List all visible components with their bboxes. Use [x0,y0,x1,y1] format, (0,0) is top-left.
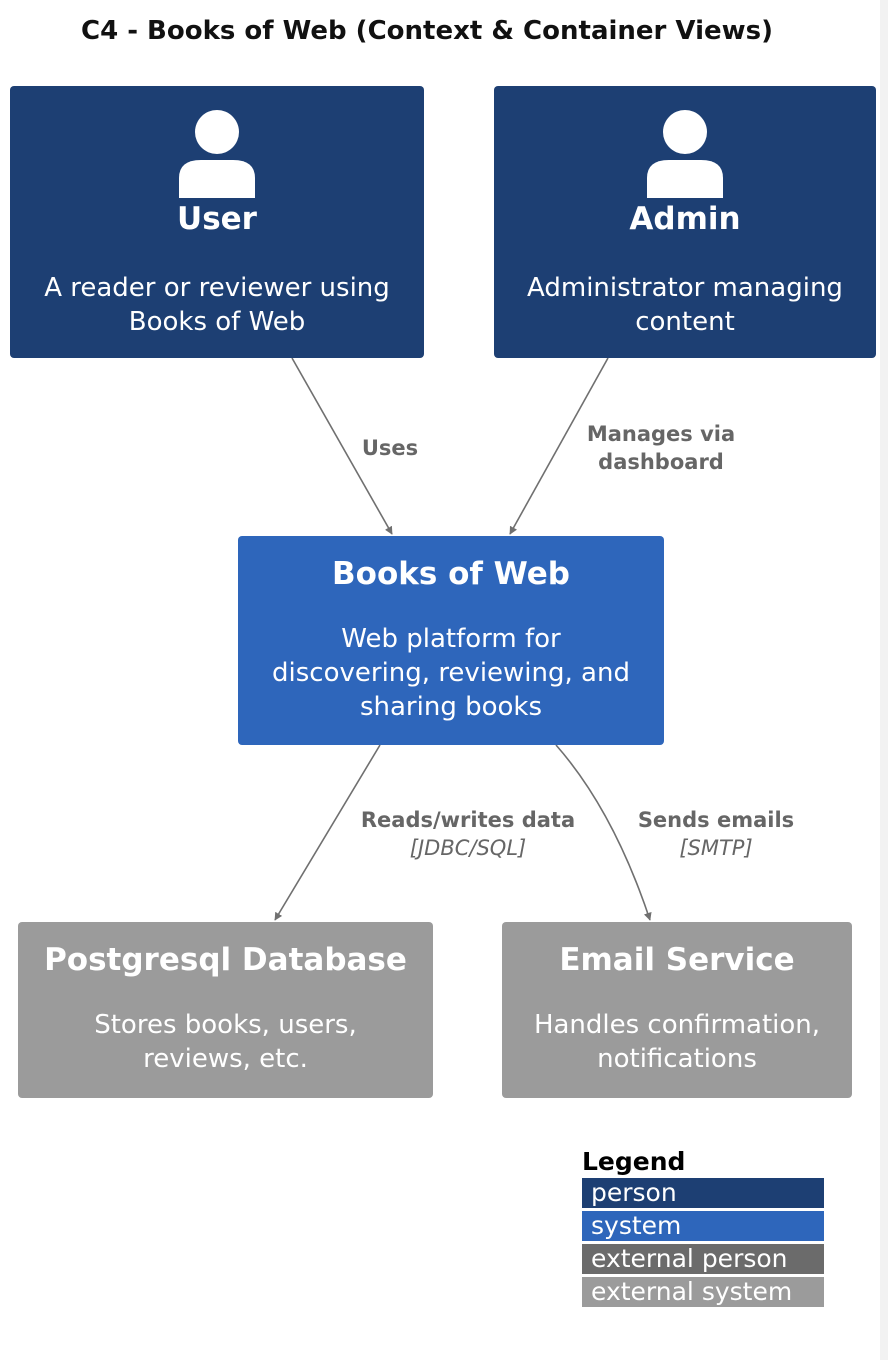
description-line: Web platform for [341,624,561,654]
node-description: Web platform for discovering, reviewing,… [250,622,652,724]
description-line: Handles confirmation, [533,1010,821,1040]
description-line: Administrator managing [527,273,843,303]
edge-label-text: Sends emails [637,808,795,832]
node-description: A reader or reviewer using Books of Web [22,271,412,339]
description-line: Books of Web [128,307,306,337]
external-system-email[interactable]: Email Service Handles confirmation, noti… [502,922,852,1098]
legend-title: Legend [582,1147,686,1176]
diagram-title: C4 - Books of Web (Context & Container V… [80,16,774,46]
edge-label-text: Manages via [586,422,736,446]
node-name: Books of Web [332,556,570,592]
edge-protocol-text: [JDBC/SQL] [409,836,527,860]
edge-sends-emails [555,744,652,921]
node-description: Handles confirmation, notifications [514,1008,840,1076]
node-description: Administrator managing content [506,271,864,339]
external-system-database[interactable]: Postgresql Database Stores books, users,… [18,922,433,1098]
legend-item-external-system: external system [582,1277,824,1307]
person-icon [179,110,255,198]
legend-item-external-person: external person [582,1244,824,1274]
legend: Legend person system external person ext… [582,1146,824,1310]
edge-label-text: Reads/writes data [360,808,576,832]
edge-protocol-text: [SMTP] [679,836,753,860]
window-edge-strip [880,0,888,1360]
system-books-of-web[interactable]: Books of Web Web platform for discoverin… [238,536,664,745]
edge-manages [509,357,609,535]
description-line: A reader or reviewer using [44,273,390,303]
edge-label-text: Uses [361,436,419,460]
description-line: Stores books, users, [94,1010,357,1040]
node-name: Email Service [559,942,795,978]
node-name: Postgresql Database [44,942,407,978]
edge-reads-writes [274,744,381,921]
person-admin[interactable]: Admin Administrator managing content [494,86,876,358]
edge-label-uses: Uses [340,434,440,462]
description-line: discovering, reviewing, and [272,658,630,688]
edge-label-sends-emails: Sends emails [SMTP] [618,806,814,862]
edge-label-text: dashboard [598,450,724,474]
description-line: reviews, etc. [143,1044,308,1074]
legend-item-system: system [582,1211,824,1241]
person-icon [647,110,723,198]
node-name: User [177,201,257,237]
description-line: sharing books [359,692,543,722]
edge-uses [291,357,393,535]
description-line: notifications [597,1044,757,1074]
edge-label-manages: Manages via dashboard [570,420,752,476]
edge-label-reads-writes: Reads/writes data [JDBC/SQL] [340,806,596,862]
node-description: Stores books, users, reviews, etc. [30,1008,421,1076]
person-user[interactable]: User A reader or reviewer using Books of… [10,86,424,358]
description-line: content [635,307,735,337]
legend-item-person: person [582,1178,824,1208]
node-name: Admin [629,201,741,237]
